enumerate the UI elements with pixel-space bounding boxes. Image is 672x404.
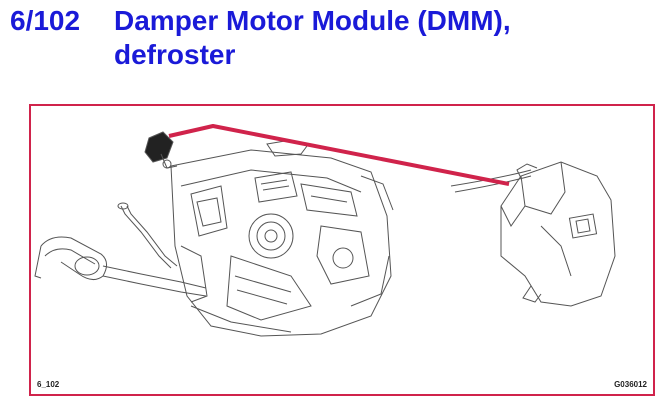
figure-illustration [34, 124, 616, 337]
hose-illustration [34, 236, 207, 297]
figure-frame: 6_102 G036012 [29, 104, 655, 396]
hvac-unit-illustration [170, 139, 394, 337]
figure-id-right: G036012 [614, 380, 647, 389]
pipe-illustration [117, 202, 178, 269]
section-number: 6/102 [10, 5, 81, 36]
section-title-line2: defroster [114, 39, 236, 70]
callout-leader-line [168, 124, 510, 186]
figure-id-left: 6_102 [37, 380, 60, 389]
connector-illustration [144, 131, 178, 169]
section-title-line1: Damper Motor Module (DMM), [114, 5, 511, 36]
damper-motor-module-illustration [450, 161, 616, 307]
